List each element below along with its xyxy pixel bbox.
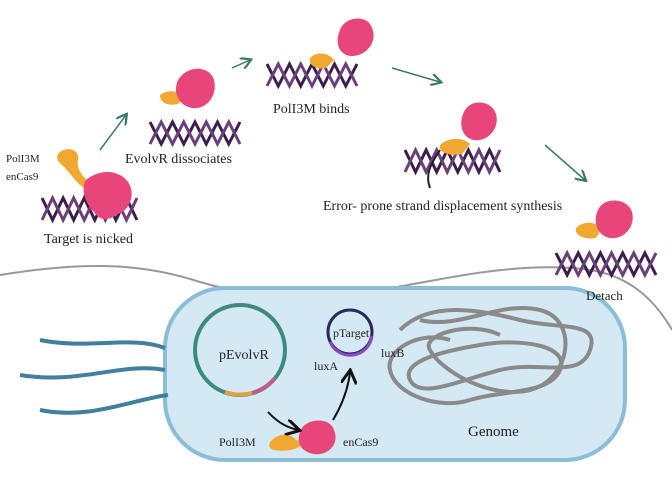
polymerase-cell bbox=[269, 434, 304, 451]
label-luxa: luxA bbox=[314, 359, 338, 373]
cas9-step2 bbox=[175, 68, 215, 109]
polymerase-step4 bbox=[439, 138, 470, 155]
step-evolvr-dissociates: EvolvR dissociates bbox=[125, 152, 232, 167]
polymerase-step1 bbox=[57, 149, 90, 188]
cas9-step3 bbox=[337, 18, 374, 56]
polymerase-step5 bbox=[575, 222, 602, 239]
step-error-prone-synthesis: Error- prone strand displacement synthes… bbox=[323, 199, 562, 214]
label-ptarget: pTarget bbox=[333, 326, 370, 340]
new-strand-step4 bbox=[427, 149, 441, 189]
dna-strand bbox=[403, 146, 502, 176]
protein-complexes bbox=[57, 18, 633, 455]
label-genome: Genome bbox=[468, 424, 519, 440]
cas9-step1 bbox=[83, 171, 132, 219]
label-luxb: luxB bbox=[381, 346, 404, 360]
cas9-cell bbox=[298, 420, 336, 455]
flagella bbox=[19, 338, 169, 415]
label-pevolvr: pEvolvR bbox=[219, 348, 269, 363]
label-polymerase-cell: PolI3M bbox=[219, 435, 256, 449]
label-cas9-cell: enCas9 bbox=[343, 435, 378, 449]
dna-strand bbox=[554, 249, 658, 279]
step-target-nicked: Target is nicked bbox=[44, 232, 133, 247]
label-polymerase-step1: PolI3M bbox=[6, 153, 40, 165]
expression-arrow bbox=[267, 411, 298, 430]
dna-strand bbox=[148, 118, 242, 148]
label-cas9-step1: enCas9 bbox=[6, 171, 39, 183]
ptarget-lux-region bbox=[328, 335, 374, 357]
dna-strand bbox=[265, 60, 359, 90]
cas9-step4 bbox=[461, 102, 497, 141]
pevolvr-insert-cas bbox=[251, 376, 277, 395]
targeting-arrow bbox=[332, 372, 350, 421]
dna-strand bbox=[148, 118, 242, 148]
cas9-step5 bbox=[595, 200, 633, 239]
step-poli3m-binds: PolI3M binds bbox=[273, 102, 350, 117]
dna-helices bbox=[40, 60, 658, 279]
polymerase-step3 bbox=[309, 53, 334, 69]
workflow-arrows bbox=[99, 60, 585, 180]
step-detach: Detach bbox=[586, 288, 623, 303]
genome-dna bbox=[387, 305, 594, 406]
